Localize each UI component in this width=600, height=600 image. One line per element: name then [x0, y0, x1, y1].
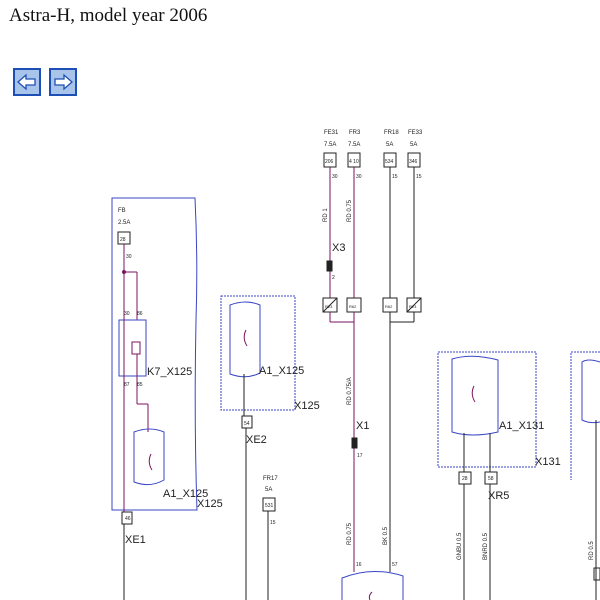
xr5-label: XR5	[488, 490, 509, 502]
fuse-fb-label: FB	[118, 208, 126, 214]
x125-mid-box-label: X125	[294, 400, 320, 412]
xe2-pin: 54	[244, 421, 250, 427]
wire-rd075a-label: RD 0.75/A	[347, 377, 353, 405]
splice-r23-a-label: R23	[325, 304, 333, 309]
x131-box-label: X131	[535, 456, 561, 468]
back-button[interactable]	[13, 68, 41, 96]
wire-gnbu-label: GNBU 0.5	[457, 532, 463, 560]
right-arrow-icon	[54, 73, 73, 91]
splice-x1[interactable]	[351, 437, 358, 449]
x125-left-box-label: X125	[197, 498, 223, 510]
bottom-pin-16: 16	[356, 562, 362, 568]
connector-xr5-a[interactable]	[458, 471, 472, 485]
splice-r62-a-label: R62	[349, 304, 357, 309]
xe1-pin: 46	[125, 516, 131, 522]
left-arrow-icon	[17, 73, 36, 91]
fuse-fe31-pin-num: 30	[332, 174, 338, 180]
xr5-pin-28: 28	[462, 476, 468, 482]
fuse-fe31-label: FE31	[324, 130, 339, 136]
fuse-fe33-label: FE33	[408, 130, 423, 136]
splice-x3-label: X3	[332, 242, 345, 254]
module-box-x125-left	[111, 197, 198, 511]
relay-pin-30: 30	[124, 311, 130, 317]
connector-xr5-b[interactable]	[484, 471, 498, 485]
module-box-x125-mid	[220, 295, 296, 411]
wire-rd05-label: RD 0.5	[589, 541, 595, 560]
fuse-fr3-pin-num: 30	[356, 174, 362, 180]
wiring-diagram: FB 2.5A 28 30 30 86 87 85 K7_X125 A1_X12…	[111, 130, 600, 600]
wire-rd1-label: RD 1	[323, 208, 329, 222]
xe2-label: XE2	[246, 434, 267, 446]
relay-pin-85: 85	[137, 382, 143, 388]
module-box-right-partial	[570, 351, 600, 480]
bottom-pin-57: 57	[392, 562, 398, 568]
connector-xe2[interactable]	[241, 415, 253, 429]
fuse-fe31-pin: 206	[325, 159, 334, 165]
wire-bk05-label: BK 0.5	[383, 526, 389, 545]
wire-rd075-top-label: RD 0.75	[347, 199, 353, 222]
a1-x131-label: A1_X131	[499, 420, 544, 432]
xe1-label: XE1	[125, 534, 146, 546]
splice-x3-pin: 2	[332, 275, 335, 281]
forward-button[interactable]	[49, 68, 77, 96]
page-title: Astra-H, model year 2006	[9, 5, 208, 26]
fuse-fr17-amp: 5A	[265, 487, 272, 493]
relay-pin-87: 87	[124, 382, 130, 388]
module-box-x131	[437, 351, 537, 468]
fuse-fr17-label: FR17	[263, 476, 278, 482]
component-a1-x131[interactable]	[451, 355, 499, 436]
component-a1-x125-left[interactable]	[133, 428, 165, 486]
relay-k7-label: K7_X125	[147, 366, 192, 378]
splice-x3[interactable]	[326, 260, 333, 272]
fuse-fr3-pin: 4 10	[349, 159, 359, 165]
fuse-fr3-label: FR3	[349, 130, 361, 136]
splice-r23-b-label: R23	[409, 304, 417, 309]
fuse-fr17[interactable]	[262, 497, 276, 512]
component-a1-x125-mid[interactable]	[229, 301, 261, 378]
fuse-fe33-amp: 5A	[410, 142, 417, 148]
splice-r62-b-label: R62	[385, 304, 393, 309]
fuse-fe31-amp: 7.5A	[324, 142, 336, 148]
wire-rd075-bottom-label: RD 0.75	[347, 522, 353, 545]
fuse-fr18-pin-num: 15	[392, 174, 398, 180]
fuse-fb-pin: 28	[120, 237, 126, 243]
a1-x125-mid-label: A1_X125	[259, 365, 304, 377]
fuse-fr3-amp: 7.5A	[348, 142, 360, 148]
fuse-fb-amp: 2.5A	[118, 220, 130, 226]
fuse-fr17-pin-num: 15	[270, 520, 276, 526]
fuse-fr17-pin: 531	[265, 503, 274, 509]
component-bottom[interactable]	[341, 571, 404, 600]
xr5-pin-58: 58	[488, 476, 494, 482]
fuse-fr18-pin: 534	[385, 159, 394, 165]
fuse-fr18-amp: 5A	[386, 142, 393, 148]
splice-x1-label: X1	[356, 420, 369, 432]
fuse-fr18-label: FR18	[384, 130, 399, 136]
wire-bnrd-label: BNRD 0.5	[483, 532, 489, 560]
connector-xe1[interactable]	[121, 511, 133, 525]
fuse-fb-pin-num: 30	[126, 254, 132, 260]
splice-x1-pin: 17	[357, 453, 363, 459]
a1-x125-left-label: A1_X125	[163, 488, 208, 500]
relay-pin-86: 86	[137, 311, 143, 317]
fuse-fe33-pin-num: 15	[416, 174, 422, 180]
relay-k7[interactable]	[118, 319, 147, 377]
fuse-fe33-pin: 346	[409, 159, 418, 165]
